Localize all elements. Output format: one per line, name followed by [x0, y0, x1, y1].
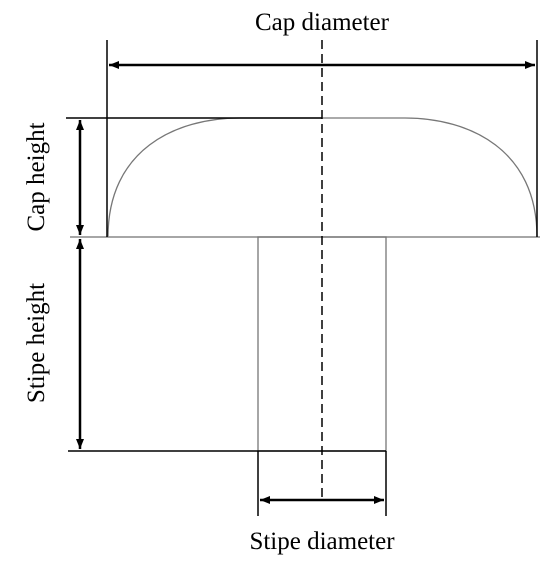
cap-height-label: Cap height — [23, 122, 50, 231]
stipe-diameter-label: Stipe diameter — [249, 528, 395, 555]
cap-diameter-label: Cap diameter — [255, 9, 390, 36]
cap-outline — [107, 117, 538, 238]
stipe-height-label: Stipe height — [23, 283, 50, 403]
